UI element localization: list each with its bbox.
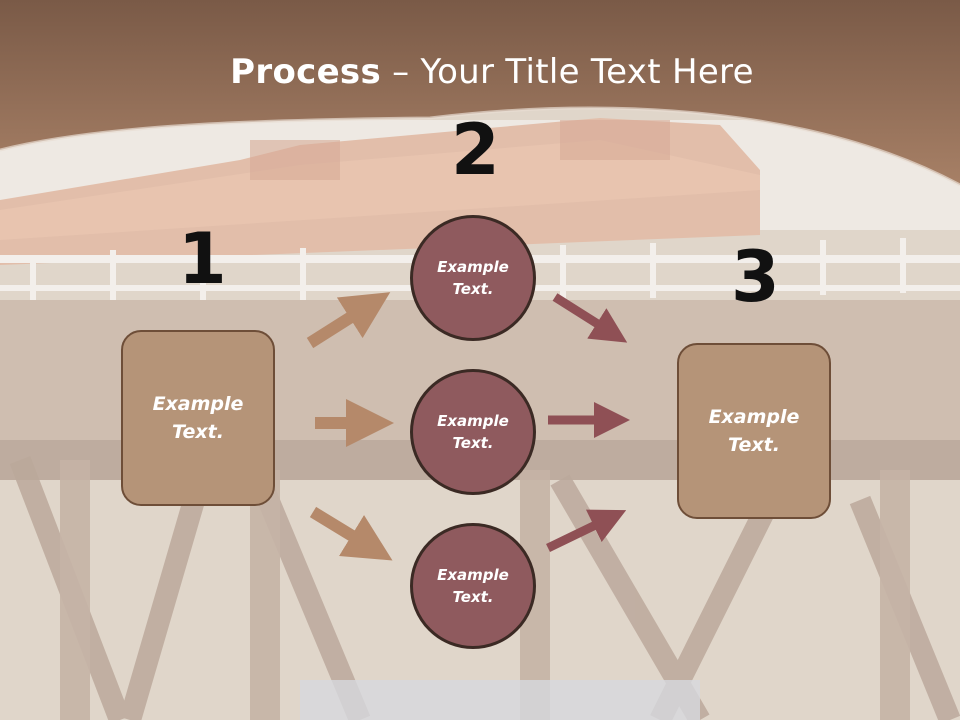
- arrow-left-to-bottom: [309, 506, 393, 561]
- circle-bottom-text: Example Text.: [437, 565, 509, 607]
- arrow-bottom-to-right: [546, 509, 627, 553]
- arrow-top-to-right: [552, 293, 628, 343]
- step-number-1: 1: [178, 218, 227, 300]
- right-process-box: Example Text.: [677, 343, 831, 519]
- step-number-2: 2: [451, 109, 500, 191]
- circle-bottom: Example Text.: [410, 523, 536, 649]
- step-number-3: 3: [731, 236, 780, 318]
- left-box-text: Example Text.: [152, 392, 244, 444]
- arrow-left-to-top: [306, 292, 391, 349]
- title-rest: – Your Title Text Here: [381, 52, 754, 92]
- circle-top: Example Text.: [410, 215, 536, 341]
- circle-top-text: Example Text.: [437, 257, 509, 299]
- circle-middle: Example Text.: [410, 369, 536, 495]
- slide-title: Process – Your Title Text Here: [0, 52, 960, 92]
- right-box-text: Example Text.: [708, 405, 800, 457]
- title-strong: Process: [230, 52, 382, 92]
- left-process-box: Example Text.: [121, 330, 275, 506]
- circle-middle-text: Example Text.: [437, 411, 509, 453]
